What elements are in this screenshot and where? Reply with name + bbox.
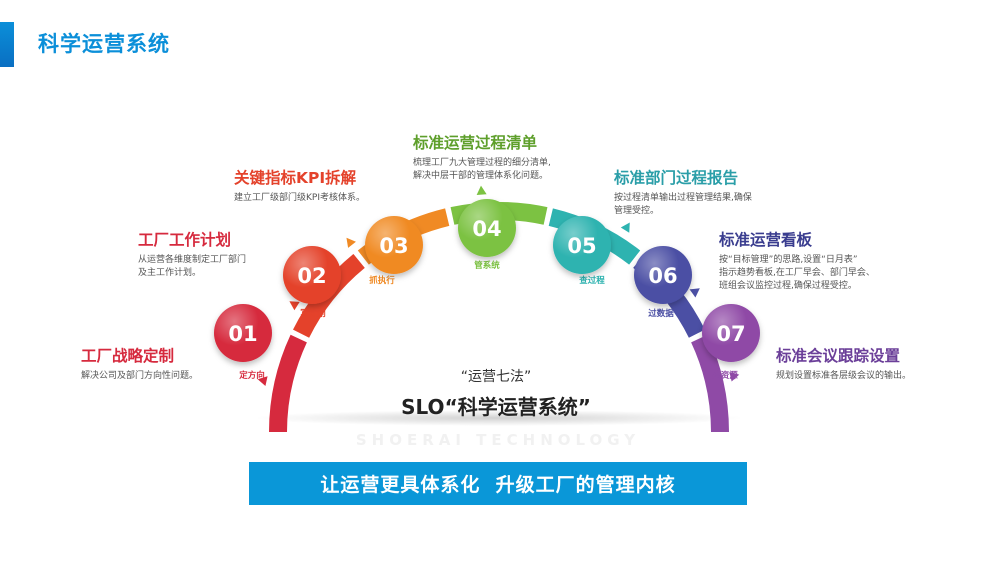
step-circle-shine-5 — [553, 216, 611, 274]
step-tag-6: 过数据 — [648, 308, 674, 319]
step-tag-7: 给资源 — [712, 370, 738, 381]
header-accent-bar — [0, 22, 14, 67]
arc-segment-1 — [269, 334, 307, 432]
step-number-3: 03 — [379, 234, 408, 258]
arc-marker-5 — [620, 222, 630, 233]
step-title-4: 标准运营过程清单 — [412, 133, 538, 152]
step-number-5: 05 — [567, 234, 596, 258]
step-tag-1: 定方向 — [238, 370, 265, 381]
step-desc-4-2: 解决中层干部的管理体系化问题。 — [413, 169, 548, 181]
step-number-6: 06 — [648, 264, 677, 288]
step-desc-6-1: 按“目标管理”的思路,设置“日月表” — [719, 253, 858, 265]
step-title-6: 标准运营看板 — [718, 230, 813, 249]
arc-marker-2 — [289, 301, 300, 311]
step-desc-6-3: 班组会议监控过程,确保过程受控。 — [719, 279, 857, 291]
step-circles: 01 02 03 04 05 06 07 — [214, 199, 760, 362]
step-number-1: 01 — [228, 322, 257, 346]
step-title-7: 标准会议跟踪设置 — [775, 346, 900, 365]
step-title-2: 工厂工作计划 — [138, 230, 231, 249]
arc-marker-6 — [689, 288, 700, 298]
step-circle-shine-6 — [634, 246, 692, 304]
step-circle-shine-7 — [702, 304, 760, 362]
arc-marker-1 — [257, 376, 268, 387]
step-desc-3-1: 建立工厂级部门级KPI考核体系。 — [234, 191, 365, 203]
slogan-banner: 让运营更具体系化 升级工厂的管理内核 — [249, 462, 747, 505]
step-tag-2: 写计划 — [300, 308, 326, 319]
step-tag-5: 查过程 — [578, 275, 605, 286]
watermark-text: SHOERAI TECHNOLOGY — [356, 431, 640, 449]
step-number-7: 07 — [716, 322, 745, 346]
step-desc-2-1: 从运营各维度制定工厂部门 — [138, 253, 246, 265]
step-desc-5-2: 管理受控。 — [614, 204, 659, 216]
slogan-text: 让运营更具体系化 升级工厂的管理内核 — [320, 474, 676, 496]
arc-segment-7 — [691, 334, 729, 432]
step-tag-3: 抓执行 — [369, 275, 395, 286]
step-number-4: 04 — [472, 217, 501, 241]
step-circle-shine-2 — [283, 246, 341, 304]
step-circle-shine-4 — [458, 199, 516, 257]
arc-floor-shadow — [254, 410, 744, 426]
step-number-2: 02 — [297, 264, 326, 288]
step-desc-6-2: 指示趋势看板,在工厂早会、部门早会、 — [719, 266, 875, 278]
step-circle-shine-1 — [214, 304, 272, 362]
step-tag-4: 管系统 — [474, 260, 500, 271]
step-desc-7-1: 规划设置标准各层级会议的输出。 — [776, 369, 911, 381]
step-desc-2-2: 及主工作计划。 — [138, 266, 201, 278]
arc-marker-3 — [346, 237, 356, 248]
page-title: 科学运营系统 — [38, 32, 170, 56]
arc-marker-7 — [729, 371, 740, 382]
center-title: SLO“科学运营系统” — [401, 395, 591, 419]
step-title-5: 标准部门过程报告 — [613, 168, 738, 187]
arc-marker-4 — [476, 185, 487, 195]
step-desc-1-1: 解决公司及部门方向性问题。 — [81, 369, 198, 381]
step-title-3: 关键指标KPI拆解 — [234, 168, 357, 187]
center-subtitle: “运营七法” — [461, 369, 532, 385]
step-desc-5-1: 按过程清单输出过程管理结果,确保 — [614, 191, 752, 203]
step-desc-4-1: 梳理工厂九大管理过程的细分清单, — [413, 156, 551, 168]
step-title-1: 工厂战略定制 — [81, 346, 174, 365]
step-circle-shine-3 — [365, 216, 423, 274]
